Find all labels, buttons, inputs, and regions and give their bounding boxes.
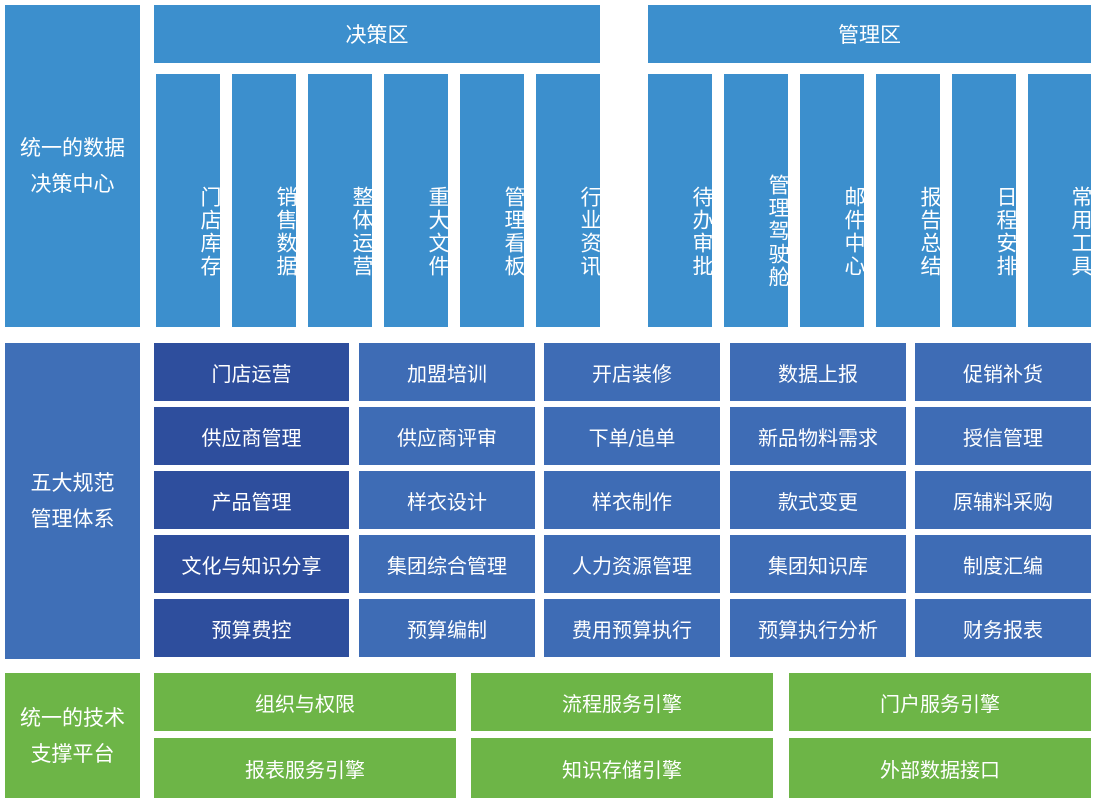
standards-cell: 预算执行分析 (730, 599, 906, 657)
decision-item-major-documents: 重大文件 (384, 74, 450, 327)
standards-cell: 授信管理 (915, 407, 1091, 465)
tech-platform-label: 统一的技术 支撑平台 (5, 673, 140, 798)
standards-cell: 数据上报 (730, 343, 906, 401)
standards-cell: 开店装修 (544, 343, 720, 401)
platform-cell: 门户服务引擎 (789, 673, 1091, 731)
management-item-reports: 报告总结 (876, 74, 942, 327)
standards-cell: 文化与知识分享 (154, 535, 349, 593)
platform-cell: 报表服务引擎 (154, 738, 456, 798)
standards-cell: 财务报表 (915, 599, 1091, 657)
standards-cell: 人力资源管理 (544, 535, 720, 593)
standards-cell: 供应商评审 (359, 407, 535, 465)
standards-cell: 样衣设计 (359, 471, 535, 529)
decision-zone-header: 决策区 (154, 5, 600, 63)
management-item-schedule: 日程安排 (952, 74, 1018, 327)
standards-cell: 预算编制 (359, 599, 535, 657)
platform-cell: 组织与权限 (154, 673, 456, 731)
decision-item-sales-data: 销售数据 (232, 74, 298, 327)
standards-cell: 原辅料采购 (915, 471, 1091, 529)
standards-cell: 费用预算执行 (544, 599, 720, 657)
management-zone-header: 管理区 (648, 5, 1091, 63)
standards-cell: 预算费控 (154, 599, 349, 657)
platform-cell: 知识存储引擎 (471, 738, 773, 798)
standards-cell: 集团综合管理 (359, 535, 535, 593)
standards-cell: 集团知识库 (730, 535, 906, 593)
management-item-cockpit: 管理驾驶舱 (724, 74, 790, 327)
decision-item-overall-operations: 整体运营 (308, 74, 374, 327)
standards-cell: 款式变更 (730, 471, 906, 529)
standards-cell: 样衣制作 (544, 471, 720, 529)
standards-cell: 门店运营 (154, 343, 349, 401)
decision-item-management-board: 管理看板 (460, 74, 526, 327)
platform-cell: 流程服务引擎 (471, 673, 773, 731)
standards-cell: 新品物料需求 (730, 407, 906, 465)
platform-cell: 外部数据接口 (789, 738, 1091, 798)
data-decision-center-label: 统一的数据 决策中心 (5, 5, 140, 327)
standards-cell: 下单/追单 (544, 407, 720, 465)
standards-cell: 促销补货 (915, 343, 1091, 401)
standards-cell: 加盟培训 (359, 343, 535, 401)
standards-cell: 产品管理 (154, 471, 349, 529)
management-item-pending-approvals: 待办审批 (648, 74, 714, 327)
management-item-common-tools: 常用工具 (1028, 74, 1093, 327)
standards-cell: 供应商管理 (154, 407, 349, 465)
standards-system-label: 五大规范 管理体系 (5, 343, 140, 659)
decision-item-industry-news: 行业资讯 (536, 74, 602, 327)
decision-item-store-inventory: 门店库存 (156, 74, 222, 327)
standards-cell: 制度汇编 (915, 535, 1091, 593)
management-item-mail-center: 邮件中心 (800, 74, 866, 327)
